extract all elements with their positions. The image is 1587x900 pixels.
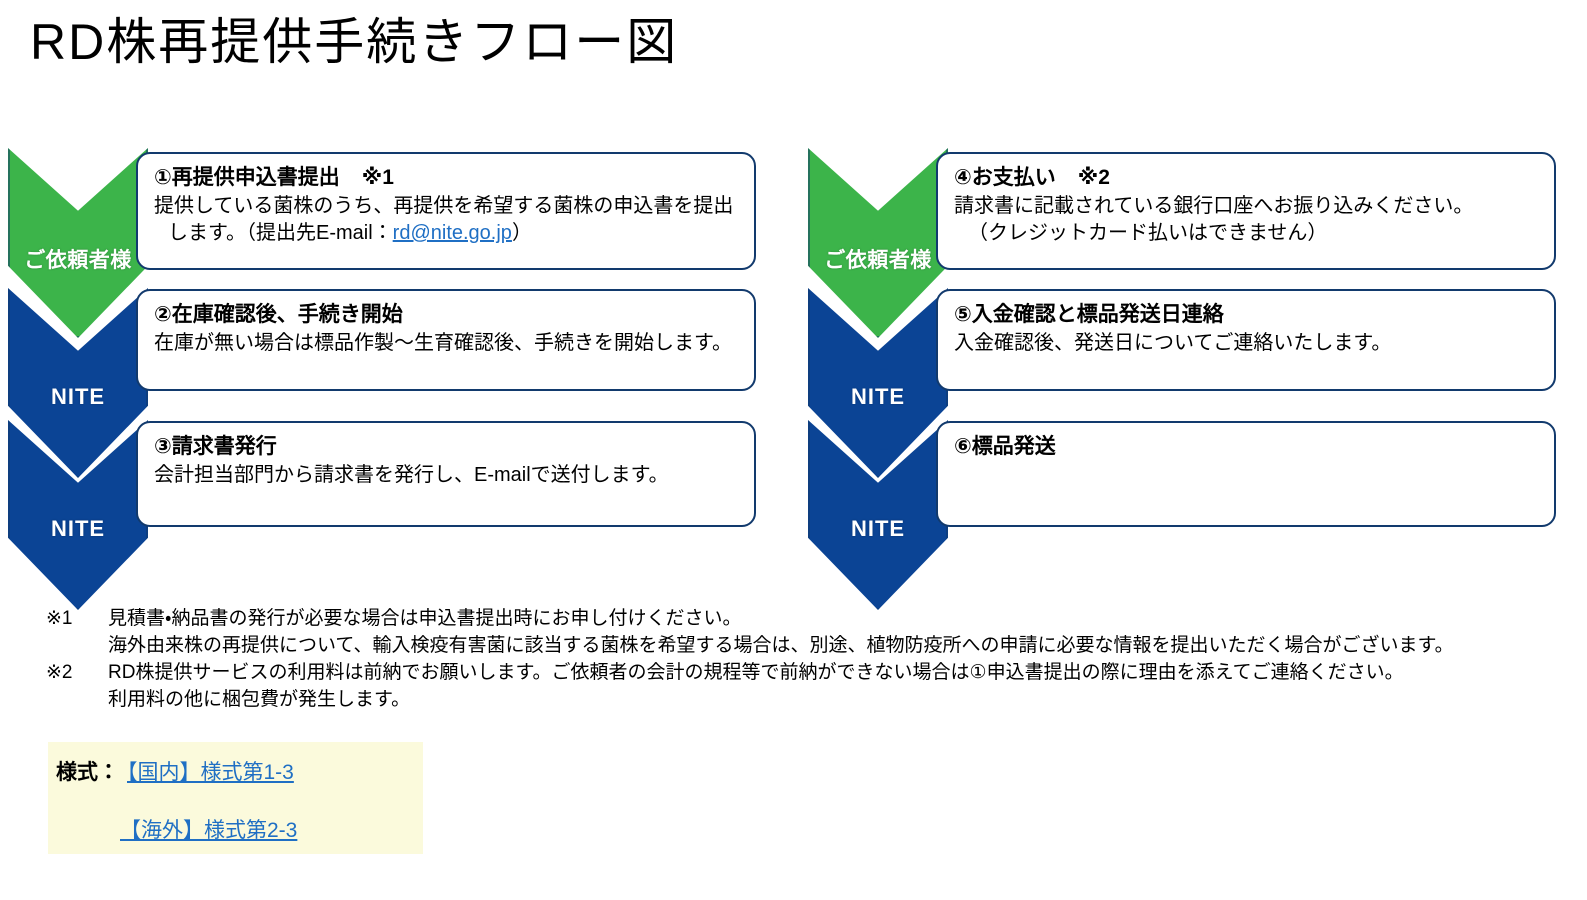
step-body-line2: （クレジットカード払いはできません） — [968, 222, 1328, 245]
step-body-5: 入金確認後、発送日についてご連絡いたします。 — [954, 330, 1540, 357]
step-title-text: ②在庫確認後、手続き開始 — [154, 303, 403, 326]
step-title-2: ②在庫確認後、手続き開始 — [154, 301, 740, 328]
step-body-4: 請求書に記載されている銀行口座へお振り込みください。 （クレジットカード払いはで… — [954, 193, 1540, 247]
step-title-text: ③請求書発行 — [154, 435, 277, 458]
forms-row-overseas: 【海外】様式第2-3 — [120, 814, 297, 844]
step-note-ref: ※1 — [361, 166, 394, 189]
step-box-6: ⑥標品発送 — [936, 421, 1556, 527]
footnote-marker: ※1 — [46, 608, 73, 629]
step-title-text: ④お支払い — [954, 166, 1056, 189]
step-body-line1: 入金確認後、発送日についてご連絡いたします。 — [954, 332, 1392, 355]
step-body-3: 会計担当部門から請求書を発行し、E-mailで送付します。 — [154, 462, 740, 489]
step-body-line1: 在庫が無い場合は標品作製～生育確認後、手続きを開始します。 — [154, 332, 732, 355]
actor-label: NITE — [50, 516, 106, 541]
forms-row-domestic: 様式： 【国内】様式第1-3 — [56, 756, 294, 786]
actor-label: ご依頼者様 — [24, 249, 132, 272]
step-note-ref: ※2 — [1077, 166, 1110, 189]
step-box-5: ⑤入金確認と標品発送日連絡 入金確認後、発送日についてご連絡いたします。 — [936, 289, 1556, 391]
flow-column-left: ご依頼者様 NITE NITE ①再提供申込書提出 ※1 提供している菌株のうち、… — [8, 148, 768, 610]
footnote-text: 見積書・納品書の発行が必要な場合は申込書提出時にお申し付けください。 — [108, 608, 742, 629]
footnote-marker: ※2 — [46, 661, 73, 683]
step-body-line1: 会計担当部門から請求書を発行し、E-mailで送付します。 — [154, 464, 669, 487]
step-title-5: ⑤入金確認と標品発送日連絡 — [954, 301, 1540, 328]
step-title-text: ①再提供申込書提出 — [154, 166, 340, 189]
footnote-2-line-1: ※2 RD株提供サービスの利用料は前納でお願いします。ご依頼者の会計の規程等で前納… — [46, 660, 1566, 687]
footnote-1-line-2: 海外由来株の再提供について、輸入検疫有害菌に該当する菌株を希望する場合は、別途、… — [46, 633, 1566, 660]
flow-column-right: ご依頼者様 NITE NITE ④お支払い ※2 請求書に記載されている銀行口座へ… — [808, 148, 1568, 610]
actor-label: NITE — [850, 516, 906, 541]
step-box-4: ④お支払い ※2 請求書に記載されている銀行口座へお振り込みください。 （クレジッ… — [936, 152, 1556, 270]
step-body-line2-suffix: ） — [511, 222, 532, 245]
step-body-line1: 提供している菌株のうち、再提供を希望する菌株の申込書を提出 — [154, 195, 734, 218]
step-box-1: ①再提供申込書提出 ※1 提供している菌株のうち、再提供を希望する菌株の申込書を提… — [136, 152, 756, 270]
step-body-line2-prefix: します。（提出先E-mail： — [168, 222, 393, 245]
step-box-2: ②在庫確認後、手続き開始 在庫が無い場合は標品作製～生育確認後、手続きを開始しま… — [136, 289, 756, 391]
actor-label: NITE — [850, 384, 906, 409]
footnote-text: 海外由来株の再提供について、輸入検疫有害菌に該当する菌株を希望する場合は、別途、… — [108, 634, 1454, 656]
step-title-3: ③請求書発行 — [154, 433, 740, 460]
step-title-6: ⑥標品発送 — [954, 433, 1540, 460]
footnote-1-line-1: ※1 見積書・納品書の発行が必要な場合は申込書提出時にお申し付けください。 — [46, 606, 1566, 633]
footnote-text: RD株提供サービスの利用料は前納でお願いします。ご依頼者の会計の規程等で前納がで… — [108, 661, 1404, 683]
step-body-2: 在庫が無い場合は標品作製～生育確認後、手続きを開始します。 — [154, 330, 740, 357]
form-link-overseas[interactable]: 【海外】様式第2-3 — [120, 819, 298, 842]
step-body-line1: 請求書に記載されている銀行口座へお振り込みください。 — [954, 195, 1474, 218]
step-title-1: ①再提供申込書提出 ※1 — [154, 164, 740, 191]
actor-label: NITE — [50, 384, 106, 409]
actor-label: ご依頼者様 — [824, 249, 932, 272]
forms-label: 様式： — [56, 761, 119, 784]
forms-box: 様式： 【国内】様式第1-3 【海外】様式第2-3 — [48, 742, 423, 854]
step-body-line2: します。（提出先E-mail：rd@nite.go.jp） — [154, 220, 740, 247]
footnote-2-line-2: 利用料の他に梱包費が発生します。 — [46, 687, 1566, 714]
email-link[interactable]: rd@nite.go.jp — [392, 222, 512, 245]
step-box-3: ③請求書発行 会計担当部門から請求書を発行し、E-mailで送付します。 — [136, 421, 756, 527]
step-title-text: ⑤入金確認と標品発送日連絡 — [954, 303, 1224, 326]
footnotes: ※1 見積書・納品書の発行が必要な場合は申込書提出時にお申し付けください。 海外由… — [46, 606, 1566, 714]
step-title-text: ⑥標品発送 — [954, 435, 1056, 458]
step-body-1: 提供している菌株のうち、再提供を希望する菌株の申込書を提出 します。（提出先E-… — [154, 193, 740, 247]
step-title-4: ④お支払い ※2 — [954, 164, 1540, 191]
form-link-domestic[interactable]: 【国内】様式第1-3 — [127, 761, 294, 784]
footnote-text: 利用料の他に梱包費が発生します。 — [108, 688, 411, 710]
page-title: RD株再提供手続きフロー図 — [30, 14, 679, 70]
